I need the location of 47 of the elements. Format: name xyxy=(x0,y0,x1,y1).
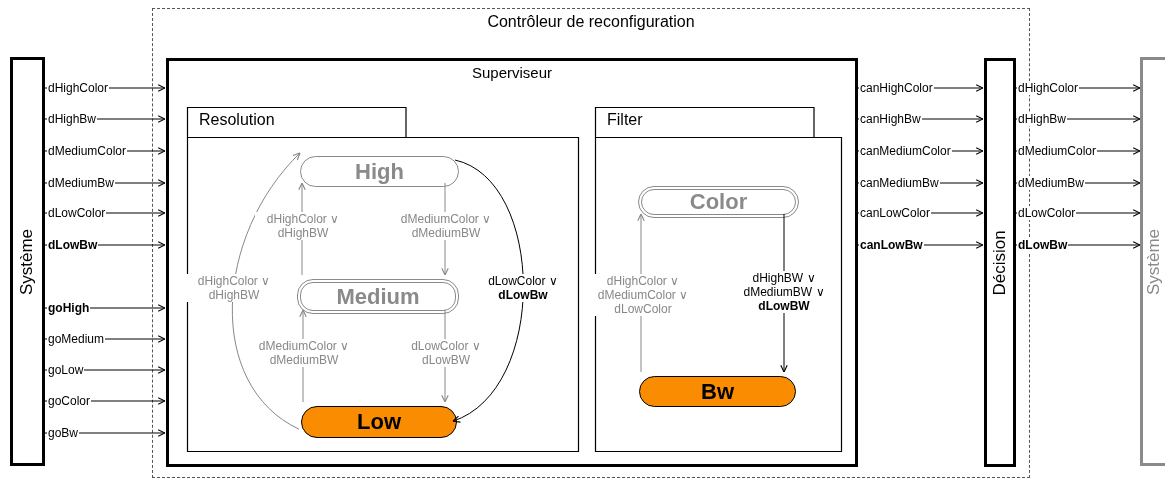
edge-label: canHighColor xyxy=(859,81,934,95)
state-label: Bw xyxy=(701,378,734,405)
component-bar xyxy=(1140,57,1165,466)
state-label: Medium xyxy=(336,283,420,310)
edge-label: dHighColor xyxy=(1017,81,1080,95)
edge-label: dMediumBw xyxy=(47,176,116,190)
edge-label: dHighColor xyxy=(47,81,110,95)
state-label: Color xyxy=(689,189,748,215)
component-bar xyxy=(984,58,1016,467)
state-box xyxy=(301,406,457,438)
edge-label: canLowColor xyxy=(859,206,932,220)
edge-label: dLowBw xyxy=(47,238,99,252)
edge-label: dMediumBw xyxy=(1017,176,1086,190)
edge-label: dHighBw xyxy=(1017,112,1068,126)
edge-label: dHighBw xyxy=(47,112,98,126)
component-label: Système xyxy=(1144,228,1164,295)
edge-label: canHighBw xyxy=(859,112,922,126)
state-label: High xyxy=(355,158,404,185)
component-label: Décision xyxy=(990,229,1010,296)
arrow xyxy=(452,159,524,422)
supervisor-title: Superviseur xyxy=(471,64,552,81)
edge-label: canLowBw xyxy=(859,238,924,252)
panel-title: Filter xyxy=(607,111,643,129)
arrow xyxy=(231,152,301,430)
panel-title: Resolution xyxy=(199,111,275,129)
component-bar xyxy=(10,57,45,466)
edge-label: goMedium xyxy=(47,332,106,346)
supervisor-box xyxy=(166,58,858,467)
edge-label: dLowColor xyxy=(47,206,107,220)
edge-label: canMediumColor xyxy=(859,144,952,158)
edge-label: dLowBw xyxy=(1017,238,1069,252)
state-box xyxy=(297,279,459,314)
edge-label: goColor xyxy=(47,394,92,408)
edge-label: goBw xyxy=(47,426,80,440)
edge-label: canMediumBw xyxy=(859,176,940,190)
component-label: Système xyxy=(17,228,38,295)
edge-label: goLow xyxy=(47,363,85,377)
edge-label: dLowColor xyxy=(1017,206,1077,220)
state-box xyxy=(639,376,796,407)
edge-label: dMediumColor xyxy=(1017,144,1098,158)
edge-label: goHigh xyxy=(47,301,91,315)
state-label: Low xyxy=(357,409,401,435)
edge-label: dMediumColor xyxy=(47,144,128,158)
state-panel xyxy=(595,107,842,452)
state-box xyxy=(300,156,459,187)
state-box xyxy=(638,186,799,218)
boundary-title: Contrôleur de reconfiguration xyxy=(487,13,695,31)
